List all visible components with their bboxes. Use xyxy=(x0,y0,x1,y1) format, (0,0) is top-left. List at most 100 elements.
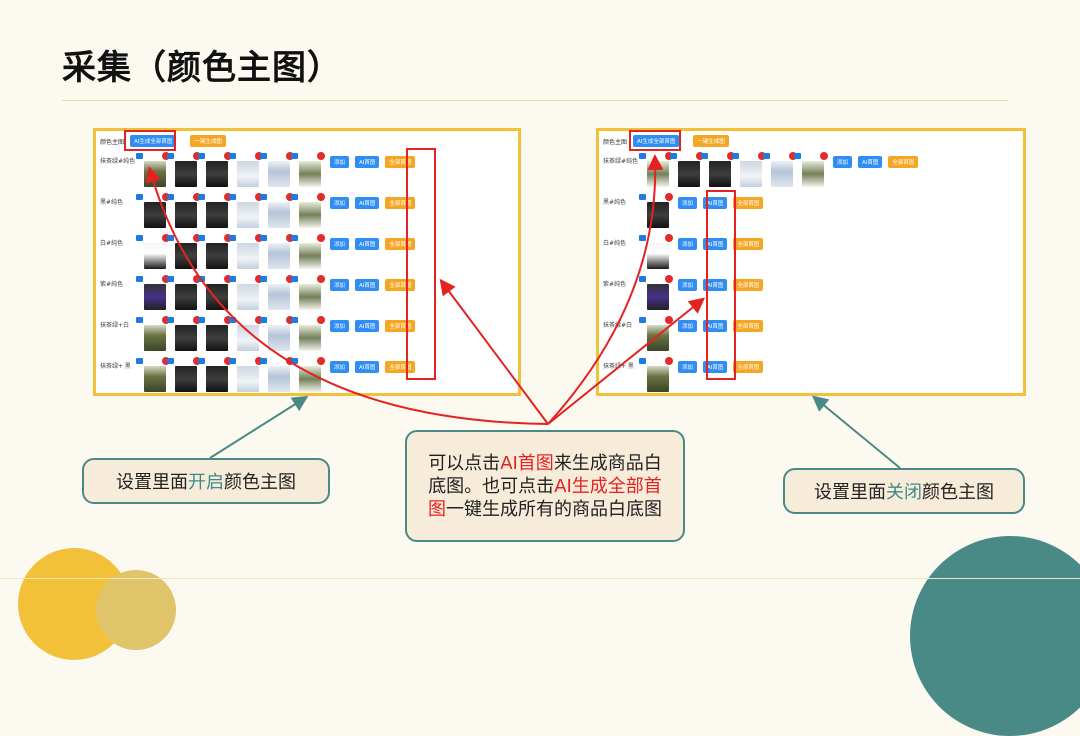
ai-first-image-button[interactable]: AI首图 xyxy=(703,238,728,250)
product-thumbnail[interactable] xyxy=(167,152,201,187)
delete-icon[interactable] xyxy=(317,234,325,242)
product-thumbnail[interactable] xyxy=(198,275,232,310)
product-thumbnail[interactable] xyxy=(260,234,294,269)
product-thumbnail[interactable] xyxy=(229,275,263,310)
product-thumbnail[interactable] xyxy=(229,152,263,187)
product-thumbnail[interactable] xyxy=(639,357,673,392)
delete-icon[interactable] xyxy=(665,275,673,283)
delete-icon[interactable] xyxy=(193,152,201,160)
product-thumbnail[interactable] xyxy=(167,234,201,269)
add-button[interactable]: 添加 xyxy=(678,320,698,332)
product-thumbnail[interactable] xyxy=(639,234,673,269)
product-thumbnail[interactable] xyxy=(198,234,232,269)
delete-icon[interactable] xyxy=(665,357,673,365)
product-thumbnail[interactable] xyxy=(198,152,232,187)
one-click-generate-button[interactable]: 一键生成图 xyxy=(190,135,226,147)
product-thumbnail[interactable] xyxy=(639,316,673,351)
delete-icon[interactable] xyxy=(317,316,325,324)
delete-icon[interactable] xyxy=(665,152,673,160)
product-thumbnail[interactable] xyxy=(136,357,170,392)
product-thumbnail[interactable] xyxy=(198,357,232,392)
product-thumbnail[interactable] xyxy=(701,152,735,187)
product-thumbnail[interactable] xyxy=(639,152,673,187)
ai-generate-all-button[interactable]: AI生成全部首图 xyxy=(633,135,680,147)
product-thumbnail[interactable] xyxy=(291,193,325,228)
add-button[interactable]: 添加 xyxy=(678,238,698,250)
delete-icon[interactable] xyxy=(162,152,170,160)
delete-icon[interactable] xyxy=(317,357,325,365)
delete-icon[interactable] xyxy=(286,152,294,160)
product-thumbnail[interactable] xyxy=(229,316,263,351)
product-thumbnail[interactable] xyxy=(732,152,766,187)
all-first-image-button[interactable]: 全部首图 xyxy=(888,156,919,168)
ai-first-image-button[interactable]: AI首图 xyxy=(355,156,380,168)
all-first-image-button[interactable]: 全部首图 xyxy=(733,320,764,332)
product-thumbnail[interactable] xyxy=(167,193,201,228)
delete-icon[interactable] xyxy=(789,152,797,160)
product-thumbnail[interactable] xyxy=(229,357,263,392)
product-thumbnail[interactable] xyxy=(136,193,170,228)
delete-icon[interactable] xyxy=(665,234,673,242)
add-button[interactable]: 添加 xyxy=(330,156,350,168)
ai-first-image-button[interactable]: AI首图 xyxy=(703,197,728,209)
product-thumbnail[interactable] xyxy=(794,152,828,187)
product-thumbnail[interactable] xyxy=(639,275,673,310)
product-thumbnail[interactable] xyxy=(136,152,170,187)
ai-first-image-button[interactable]: AI首图 xyxy=(355,197,380,209)
delete-icon[interactable] xyxy=(665,316,673,324)
ai-first-image-button[interactable]: AI首图 xyxy=(355,279,380,291)
product-thumbnail[interactable] xyxy=(167,316,201,351)
product-thumbnail[interactable] xyxy=(198,193,232,228)
delete-icon[interactable] xyxy=(317,193,325,201)
product-thumbnail[interactable] xyxy=(136,316,170,351)
ai-first-image-button[interactable]: AI首图 xyxy=(703,279,728,291)
all-first-image-button[interactable]: 全部首图 xyxy=(733,279,764,291)
ai-first-image-button[interactable]: AI首图 xyxy=(703,361,728,373)
product-thumbnail[interactable] xyxy=(260,193,294,228)
product-thumbnail[interactable] xyxy=(260,357,294,392)
add-button[interactable]: 添加 xyxy=(678,279,698,291)
product-thumbnail[interactable] xyxy=(291,316,325,351)
delete-icon[interactable] xyxy=(665,193,673,201)
delete-icon[interactable] xyxy=(317,275,325,283)
delete-icon[interactable] xyxy=(255,152,263,160)
ai-generate-all-button[interactable]: AI生成全部首图 xyxy=(130,135,177,147)
add-button[interactable]: 添加 xyxy=(330,238,350,250)
product-thumbnail[interactable] xyxy=(136,234,170,269)
ai-first-image-button[interactable]: AI首图 xyxy=(703,320,728,332)
all-first-image-button[interactable]: 全部首图 xyxy=(733,197,764,209)
product-thumbnail[interactable] xyxy=(167,275,201,310)
product-thumbnail[interactable] xyxy=(291,275,325,310)
all-first-image-button[interactable]: 全部首图 xyxy=(733,361,764,373)
add-button[interactable]: 添加 xyxy=(678,197,698,209)
product-thumbnail[interactable] xyxy=(198,316,232,351)
all-first-image-button[interactable]: 全部首图 xyxy=(733,238,764,250)
delete-icon[interactable] xyxy=(696,152,704,160)
add-button[interactable]: 添加 xyxy=(330,361,350,373)
delete-icon[interactable] xyxy=(727,152,735,160)
product-thumbnail[interactable] xyxy=(291,152,325,187)
product-thumbnail[interactable] xyxy=(670,152,704,187)
add-button[interactable]: 添加 xyxy=(330,279,350,291)
product-thumbnail[interactable] xyxy=(136,275,170,310)
product-thumbnail[interactable] xyxy=(639,193,673,228)
product-thumbnail[interactable] xyxy=(260,316,294,351)
ai-first-image-button[interactable]: AI首图 xyxy=(355,238,380,250)
delete-icon[interactable] xyxy=(758,152,766,160)
ai-first-image-button[interactable]: AI首图 xyxy=(355,361,380,373)
product-thumbnail[interactable] xyxy=(291,234,325,269)
product-thumbnail[interactable] xyxy=(229,193,263,228)
product-thumbnail[interactable] xyxy=(763,152,797,187)
add-button[interactable]: 添加 xyxy=(833,156,853,168)
add-button[interactable]: 添加 xyxy=(330,320,350,332)
delete-icon[interactable] xyxy=(224,152,232,160)
product-thumbnail[interactable] xyxy=(260,152,294,187)
product-thumbnail[interactable] xyxy=(229,234,263,269)
add-button[interactable]: 添加 xyxy=(678,361,698,373)
ai-first-image-button[interactable]: AI首图 xyxy=(355,320,380,332)
product-thumbnail[interactable] xyxy=(167,357,201,392)
ai-first-image-button[interactable]: AI首图 xyxy=(858,156,883,168)
product-thumbnail[interactable] xyxy=(260,275,294,310)
delete-icon[interactable] xyxy=(317,152,325,160)
add-button[interactable]: 添加 xyxy=(330,197,350,209)
